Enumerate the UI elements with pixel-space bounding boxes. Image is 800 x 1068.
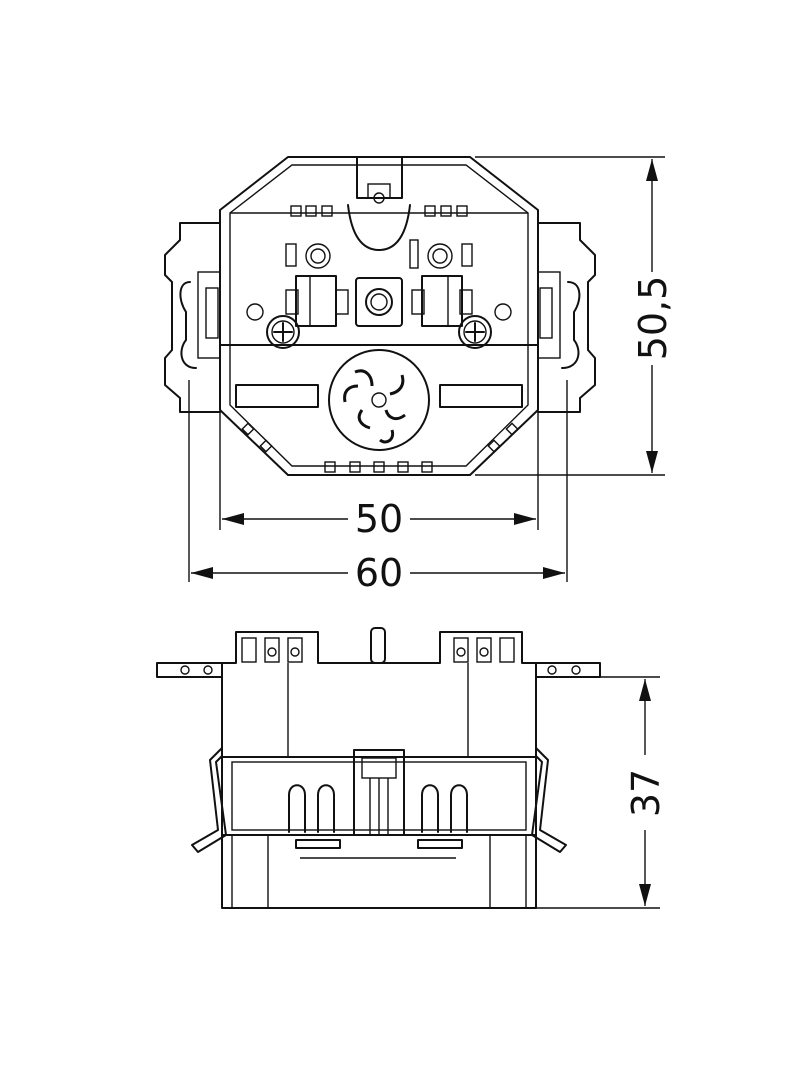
right-clip xyxy=(537,271,561,359)
side-centre-clip xyxy=(353,749,405,836)
front-view xyxy=(164,156,665,582)
left-label-window xyxy=(235,384,319,408)
left-clip xyxy=(197,271,221,359)
right-terminal-block xyxy=(411,275,473,327)
right-screw-icon xyxy=(458,315,492,349)
dimension-outer-width: 60 xyxy=(191,551,565,595)
left-spring-claw xyxy=(191,747,227,853)
top-teeth xyxy=(290,205,468,217)
right-small-hole xyxy=(494,303,512,321)
right-spring-claw xyxy=(531,747,567,853)
left-ear-slot xyxy=(179,281,197,369)
left-screw-icon xyxy=(266,315,300,349)
top-latch xyxy=(356,156,403,199)
center-earth-spring xyxy=(347,204,411,251)
earth-contact xyxy=(355,277,403,327)
side-base xyxy=(221,834,537,909)
side-terminals xyxy=(241,637,515,663)
rotary-shutter xyxy=(328,349,430,451)
left-terminal-block xyxy=(285,275,349,327)
bottom-teeth xyxy=(241,422,519,473)
right-label-window xyxy=(439,384,523,408)
inner-width-label: 50 xyxy=(355,497,403,541)
side-centre-pin xyxy=(370,627,386,664)
right-mounting-ear xyxy=(537,222,596,413)
right-ear-slot xyxy=(561,281,581,369)
depth-label: 37 xyxy=(624,769,668,817)
side-view xyxy=(156,627,660,909)
contact-holes xyxy=(285,239,473,269)
left-small-hole xyxy=(246,303,264,321)
height-label: 50,5 xyxy=(631,276,675,361)
left-mounting-ear xyxy=(164,222,221,413)
socket-body-outline xyxy=(219,156,539,476)
dimension-depth: 37 xyxy=(624,679,668,906)
side-claws xyxy=(288,784,468,849)
dimension-inner-width: 50 xyxy=(222,497,536,541)
outer-width-label: 60 xyxy=(355,551,403,595)
side-upper-body xyxy=(221,631,537,758)
socket-body-inner xyxy=(229,164,529,467)
dimension-height: 50,5 xyxy=(631,159,675,473)
